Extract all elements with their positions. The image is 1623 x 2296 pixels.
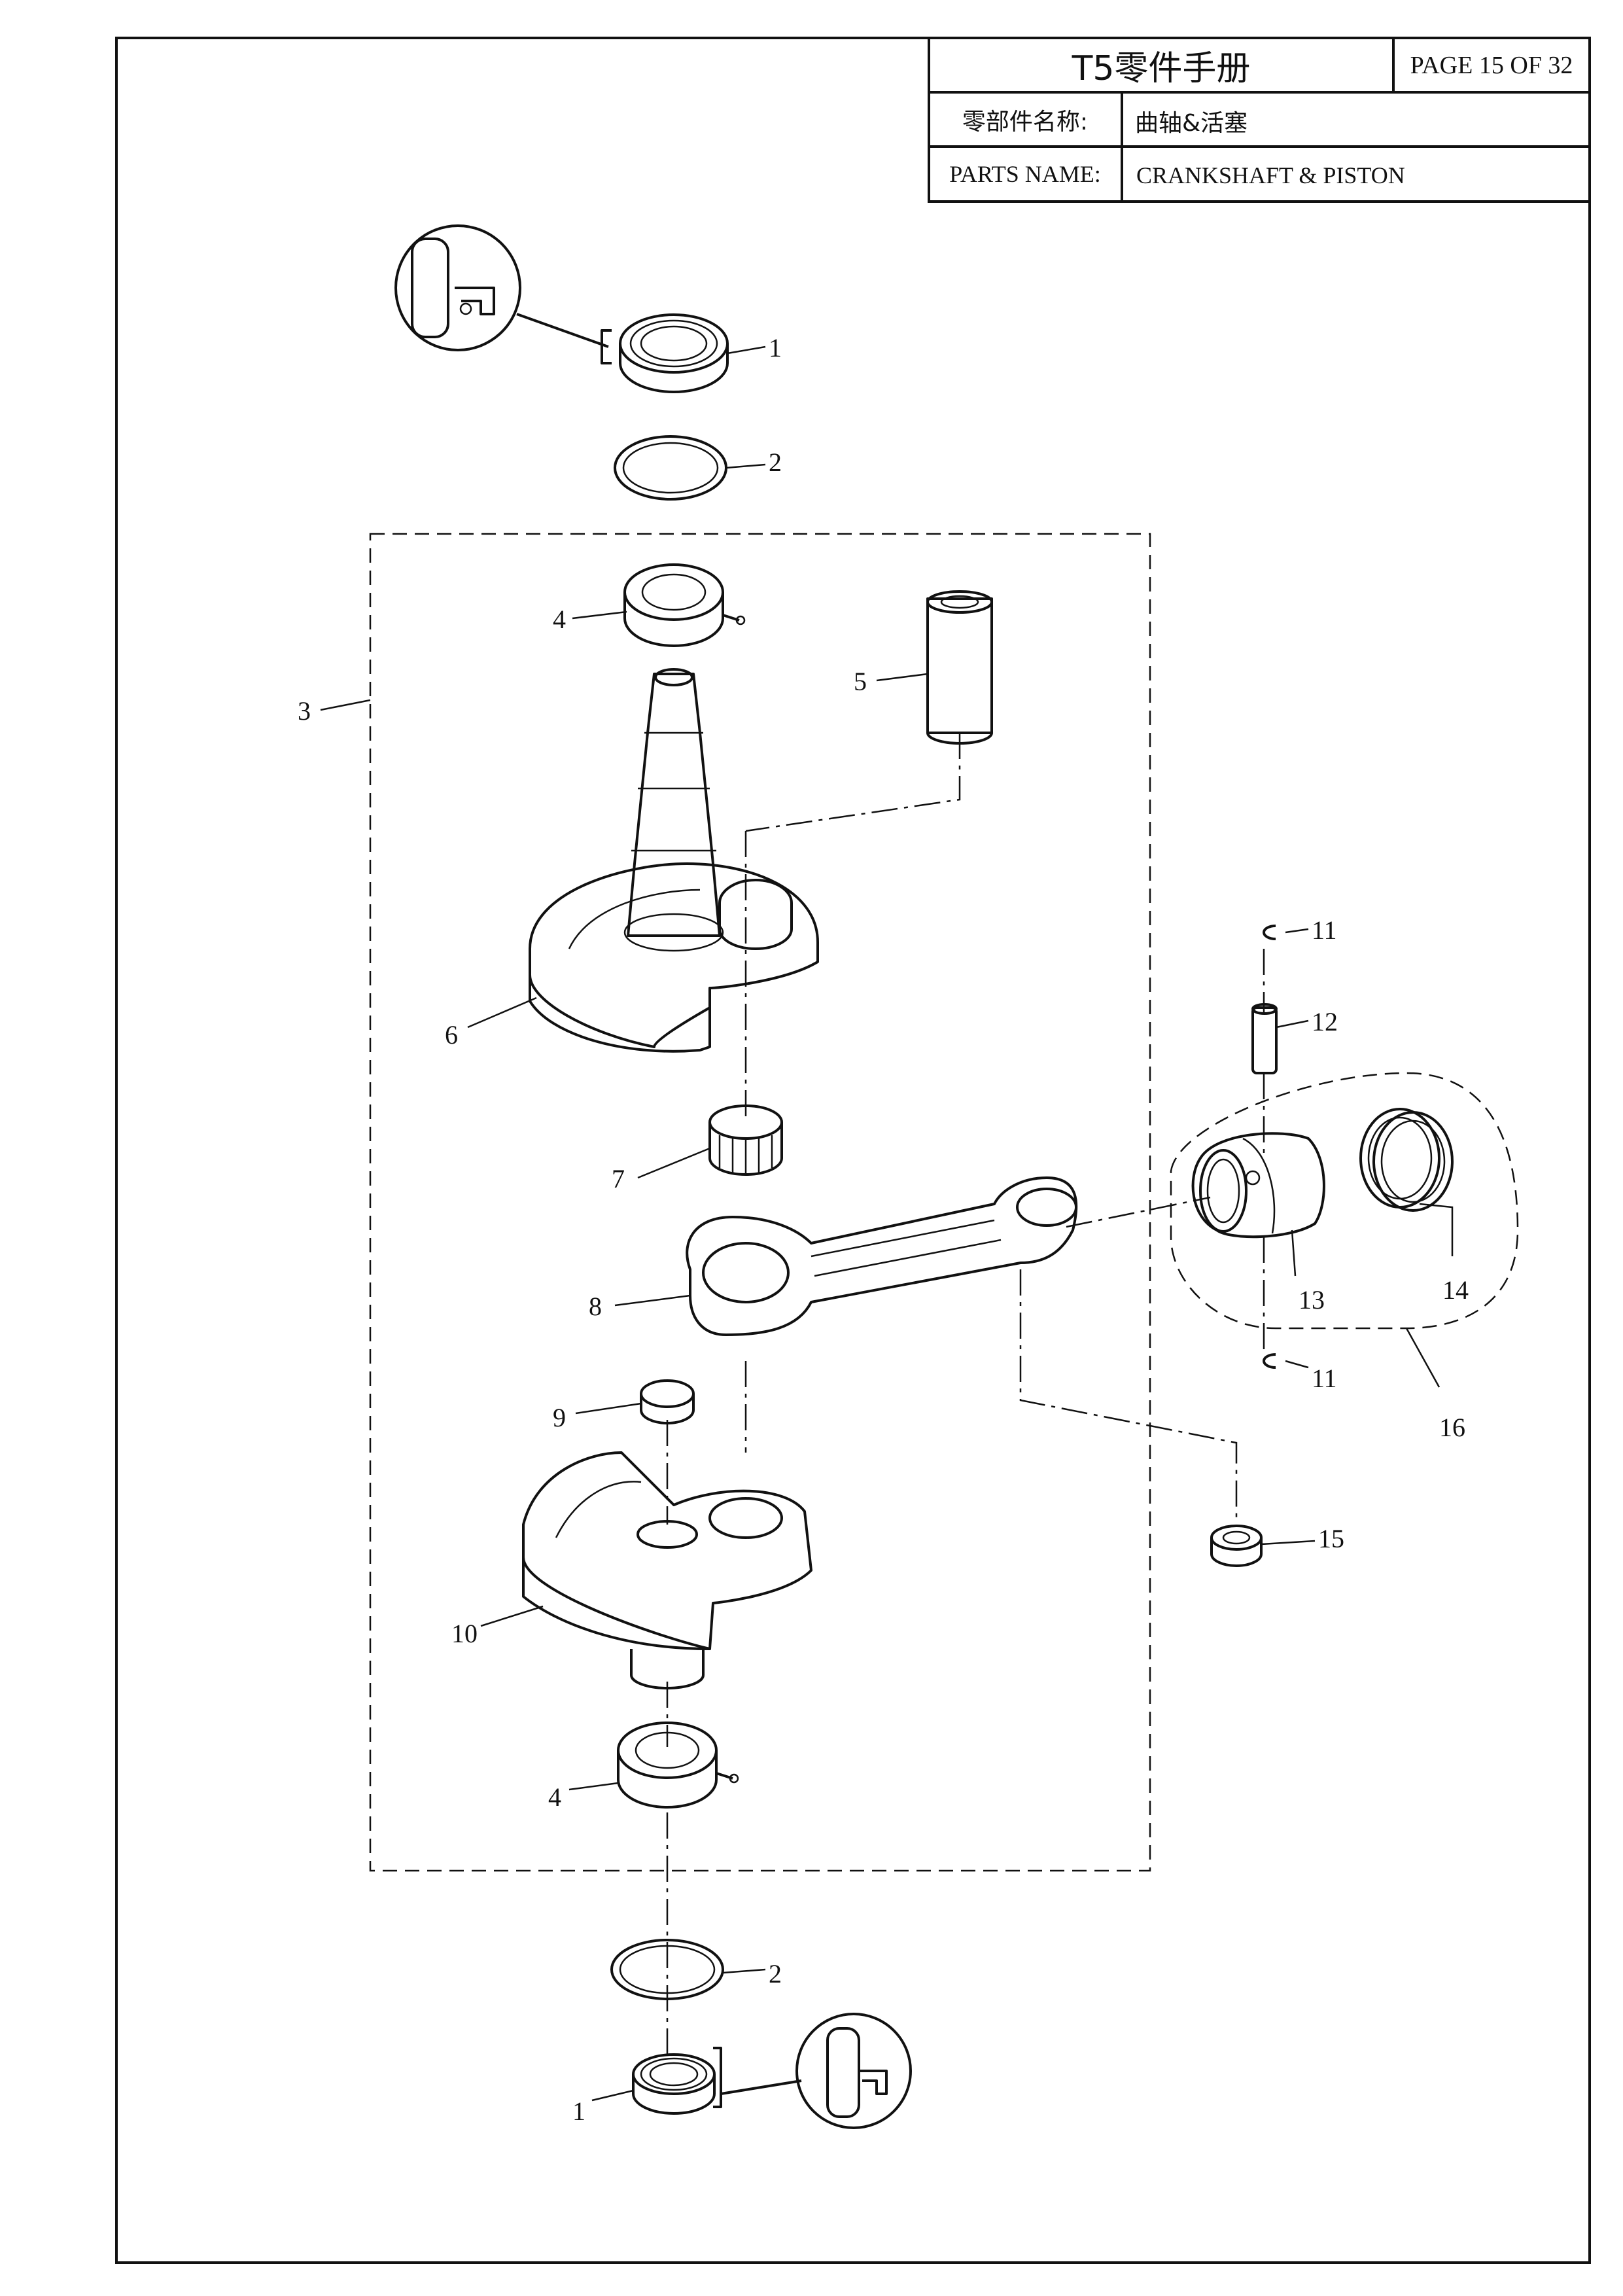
callout-10: 10 [451,1619,478,1648]
crank-web-upper [529,668,819,1053]
callout-3: 3 [298,696,311,726]
piston-pin [1251,1003,1278,1074]
title-block: T5零件手册 PAGE 15 OF 32 零部件名称: 曲轴&活塞 PARTS … [928,37,1591,203]
callout-6: 6 [445,1020,458,1050]
callout-4-top: 4 [553,605,566,634]
crank-nut [1210,1525,1263,1567]
connecting-rod [686,1176,1078,1336]
seal-detail-bottom [713,2013,912,2129]
bearing-bottom [632,2053,716,2115]
crank-pin [926,590,993,745]
bearing-pin-top [623,563,746,647]
callout-4-bottom: 4 [548,1782,561,1812]
callout-13: 13 [1299,1285,1325,1315]
callout-2-bottom: 2 [769,1959,782,1988]
callout-1-bottom: 1 [572,2096,585,2126]
callout-11-bottom: 11 [1312,1364,1337,1393]
piston-rings [1359,1108,1454,1212]
callout-5: 5 [854,667,867,696]
callout-8: 8 [589,1292,602,1321]
parts-name-value-cn: 曲轴&活塞 [1135,110,1248,137]
crank-web-lower [522,1451,812,1689]
bearing-top [619,313,729,393]
crank-plug [640,1379,695,1424]
parts-name-label-cn: 零部件名称: [962,109,1088,135]
manual-title: T5零件手册 [1072,49,1251,88]
callout-16: 16 [1439,1413,1465,1442]
callout-15: 15 [1318,1524,1344,1553]
piston-group-boundary [1170,1072,1519,1330]
callout-11-top: 11 [1312,915,1337,945]
seal-detail-top [394,224,612,364]
oring-top [614,435,727,501]
callout-2-top: 2 [769,448,782,477]
needle-bearing [708,1104,783,1176]
circlip-bottom [1263,1353,1276,1369]
page-number: PAGE 15 OF 32 [1410,52,1573,79]
assembly-center-lines [666,733,1265,2055]
parts-name-value-en: CRANKSHAFT & PISTON [1136,162,1405,188]
piston [1191,1132,1325,1239]
callout-7: 7 [612,1164,625,1193]
circlip-top [1263,925,1276,940]
callout-14: 14 [1442,1275,1469,1305]
callout-12: 12 [1312,1007,1338,1036]
bearing-pin-bottom [617,1722,739,1809]
parts-name-label-en: PARTS NAME: [949,161,1101,187]
callout-9: 9 [553,1403,566,1432]
callout-numbers: 1 2 3 4 5 6 7 8 9 10 4 2 1 11 12 13 14 1… [298,333,1469,2126]
sheet-border [115,37,1591,2264]
callout-1-top: 1 [769,333,782,362]
oring-bottom [610,1939,724,2000]
crankshaft-assembly-boundary [369,533,1151,1872]
callout-leaders [320,345,1454,2102]
